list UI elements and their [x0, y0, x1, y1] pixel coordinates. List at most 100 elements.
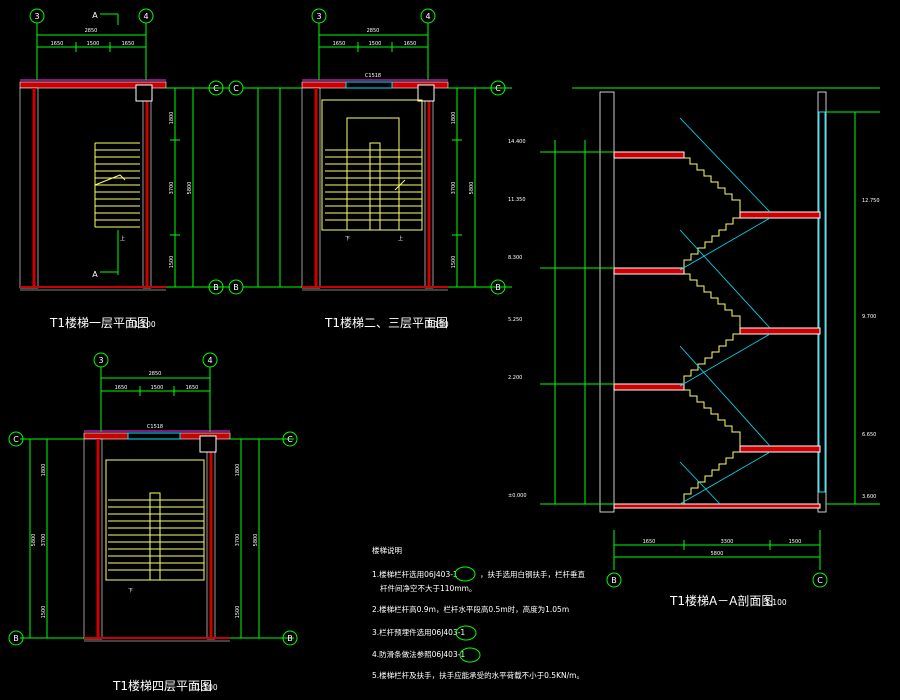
dim-part: 1500: [369, 41, 382, 47]
stair-flight: [321, 99, 423, 231]
dim-total: 2850: [149, 371, 162, 377]
plan-scale: 1:100: [427, 320, 449, 329]
svg-text:1500: 1500: [41, 606, 47, 619]
grid-label-right: C: [817, 576, 823, 585]
plan-title: T1楼梯四层平面图: [112, 678, 212, 693]
dim-vertical: 1500: [169, 256, 175, 269]
section-a-a: 14.400 11.350 8.300 5.250 2.200 ±0.000 1…: [508, 87, 880, 608]
svg-text:下: 下: [345, 236, 350, 242]
dim-vertical: 3700: [169, 182, 175, 195]
elevation-label: 2.200: [508, 375, 522, 381]
dim-part: 1650: [186, 385, 199, 391]
plan-fourth-floor: 3 4 2850 1650 1500 1650 C1518: [8, 352, 298, 693]
note-item: 3.栏杆预埋件选用06J403-1: [372, 627, 465, 637]
dim-vertical: 3700: [451, 182, 457, 195]
dim-part: 1650: [333, 41, 346, 47]
dim-vertical: 1800: [169, 112, 175, 125]
dim-part: 1500: [789, 539, 802, 545]
elevation-label: 5.250: [508, 317, 522, 323]
stair-notes: 楼梯说明 1.楼梯栏杆选用06J403-1 ，扶手选用白钢扶手，栏杆垂直 杆件间…: [372, 545, 585, 680]
column: [135, 84, 153, 102]
stair-flight: [94, 142, 140, 228]
grid-label-left: 3: [34, 12, 39, 21]
section-mark-bottom: A: [92, 270, 98, 279]
svg-text:5800: 5800: [31, 534, 37, 547]
handrail-lines: [679, 117, 771, 505]
dim-total: 2850: [367, 28, 380, 34]
dim-vertical: 1800: [451, 112, 457, 125]
plan-second-floor: 3 4 2850 1650 1500 1650 C1518: [228, 8, 512, 330]
plan-title: T1楼梯一层平面图: [49, 315, 149, 330]
svg-text:B: B: [287, 634, 293, 643]
floor-slabs: [613, 151, 821, 509]
dim-total: 5800: [711, 551, 724, 557]
window-label: C1518: [365, 73, 381, 79]
svg-text:3700: 3700: [41, 534, 47, 547]
grid-label-left: 3: [316, 12, 321, 21]
svg-text:B: B: [233, 283, 239, 292]
grid-label-left: B: [611, 576, 617, 585]
reference-symbol: [454, 566, 476, 582]
right-elevation: 6.650: [862, 432, 876, 438]
plan-title: T1楼梯二、三层平面图: [324, 315, 448, 330]
dim-total: 2850: [85, 28, 98, 34]
plan-first-floor: 3 4 A 2850 1650 1500 1650: [19, 8, 230, 330]
wall-top: [19, 81, 167, 89]
dim-part: 1500: [87, 41, 100, 47]
notes-heading: 楼梯说明: [372, 545, 402, 555]
grid-label-bottom: B: [495, 283, 501, 292]
right-elevation: 9.700: [862, 314, 876, 320]
section-mark-top: A: [92, 11, 98, 20]
dim-part: 1650: [51, 41, 64, 47]
grid-label-top: C: [13, 435, 19, 444]
grid-label-right: 4: [207, 356, 212, 365]
elevation-label: 14.400: [508, 139, 526, 145]
svg-text:C: C: [287, 435, 293, 444]
grid-label-top: C: [213, 84, 219, 93]
reference-symbol: [459, 647, 481, 663]
note-item: 1.楼梯栏杆选用06J403-1: [372, 569, 458, 579]
note-item: 2.楼梯栏杆高0.9m，栏杆水平段高0.5m时，高度为1.05m: [372, 604, 569, 614]
note-item: 5.楼梯栏杆及扶手，扶手应能承受的水平荷载不小于0.5KN/m。: [372, 670, 584, 680]
dim-vertical: 1500: [235, 606, 241, 619]
dim-part: 1650: [115, 385, 128, 391]
right-elevation: 3.600: [862, 494, 876, 500]
reference-symbol: [455, 625, 477, 641]
window-label: C1518: [147, 424, 163, 430]
dim-part: 1500: [151, 385, 164, 391]
dim-vertical: 5800: [187, 182, 193, 195]
right-elevation: 12.750: [862, 198, 880, 204]
dim-part: 1650: [122, 41, 135, 47]
dim-part: 3300: [721, 539, 734, 545]
dim-vertical: 5800: [253, 534, 259, 547]
dim-vertical: 5800: [469, 182, 475, 195]
dim-vertical: 1500: [451, 256, 457, 269]
dim-part: 1650: [404, 41, 417, 47]
svg-text:上: 上: [120, 235, 125, 242]
elevation-label: 8.300: [508, 255, 522, 261]
stair-flight: [105, 459, 205, 581]
grid-label-bottom: B: [213, 283, 219, 292]
note-item: ，扶手选用白钢扶手，栏杆垂直: [480, 569, 585, 579]
elevation-label: ±0.000: [508, 493, 527, 499]
dim-vertical: 3700: [235, 534, 241, 547]
plan-scale: 1:100: [134, 320, 156, 329]
grid-label-right: 4: [425, 12, 430, 21]
grid-label-right: 4: [143, 12, 148, 21]
svg-text:1800: 1800: [41, 464, 47, 477]
note-item: 杆件间净空不大于110mm。: [380, 583, 476, 593]
svg-text:下: 下: [128, 588, 133, 594]
dim-part: 1650: [643, 539, 656, 545]
svg-text:C: C: [233, 84, 239, 93]
dim-vertical: 1800: [235, 464, 241, 477]
elevation-label: 11.350: [508, 197, 526, 203]
section-scale: 1:100: [765, 598, 787, 607]
note-item: 4.防滑条做法参照06J403-1: [372, 649, 465, 659]
grid-label-left: 3: [98, 356, 103, 365]
stair-flights: [683, 157, 741, 504]
plan-scale: 1:100: [196, 683, 218, 692]
grid-label-bottom: B: [13, 634, 19, 643]
section-title: T1楼梯A－A剖面图: [669, 593, 773, 608]
svg-text:上: 上: [398, 235, 403, 242]
